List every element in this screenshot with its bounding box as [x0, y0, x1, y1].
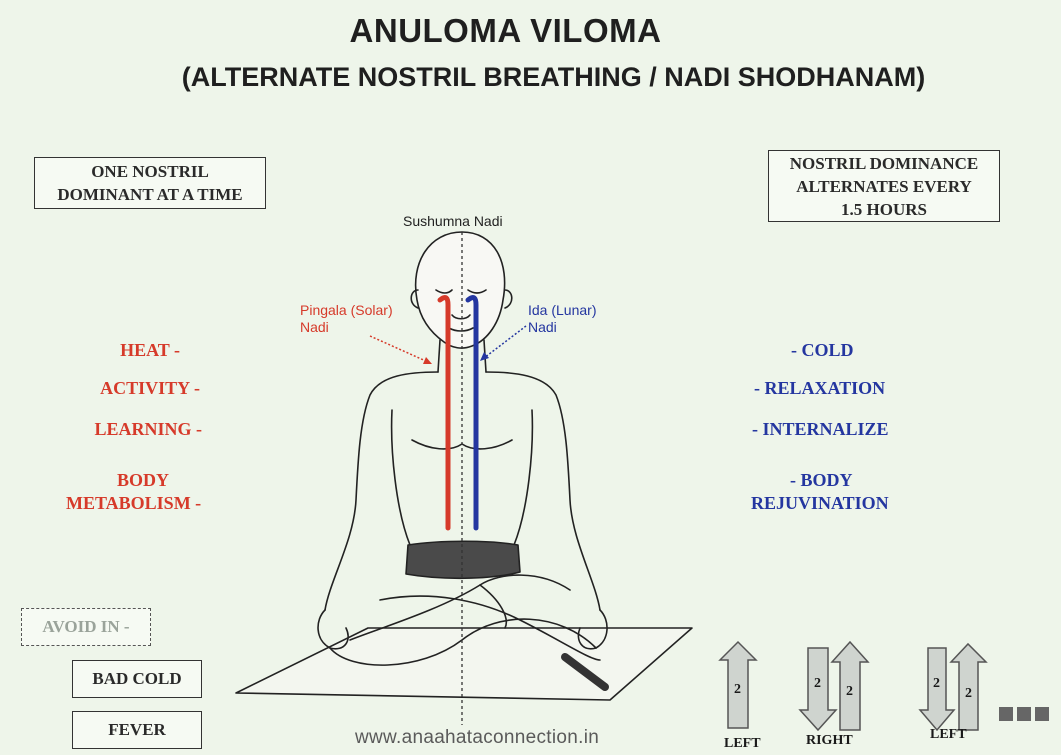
quality-heat: HEAT - [120, 340, 180, 360]
dominance-line-2: ALTERNATES EVERY [796, 177, 972, 196]
ellipsis-dot-1 [999, 707, 1013, 721]
ellipsis-dot-2 [1017, 707, 1031, 721]
ida-line-2: Nadi [528, 319, 557, 335]
sushumna-label: Sushumna Nadi [403, 213, 503, 229]
one-nostril-line-1: ONE NOSTRIL [91, 162, 209, 181]
quality-body: BODY [117, 470, 170, 490]
quality-relaxation: - RELAXATION [754, 378, 886, 398]
ida-label: Ida (Lunar) Nadi [528, 302, 596, 336]
cycle-label-right: RIGHT [806, 733, 853, 748]
pingala-label: Pingala (Solar) Nadi [300, 302, 393, 336]
quality-learning: LEARNING - [94, 419, 202, 439]
dominance-line-3: 1.5 HOURS [841, 200, 927, 219]
one-nostril-box: ONE NOSTRIL DOMINANT AT A TIME [34, 157, 266, 209]
quality-body-lunar: - BODY [790, 470, 853, 490]
pingala-line-2: Nadi [300, 319, 329, 335]
cycle-number-5: 2 [965, 686, 972, 701]
dominance-line-1: NOSTRIL DOMINANCE [789, 154, 979, 173]
cycle-label-left-2: LEFT [930, 727, 967, 742]
avoid-bad-cold: BAD COLD [72, 660, 202, 698]
cycle-number-4: 2 [933, 676, 940, 691]
quality-internalize: - INTERNALIZE [752, 419, 889, 439]
cycle-number-3: 2 [846, 684, 853, 699]
page-title: ANULOMA VILOMA [349, 12, 662, 49]
quality-cold: - COLD [791, 340, 854, 360]
pingala-line-1: Pingala (Solar) [300, 302, 393, 318]
quality-rejuvination: REJUVINATION [751, 493, 889, 513]
quality-metabolism: METABOLISM - [66, 493, 202, 513]
website-footer: www.anaahataconnection.in [355, 727, 600, 748]
cycle-label-left-1: LEFT [724, 736, 761, 751]
quality-activity: ACTIVITY - [100, 378, 200, 398]
ida-line-1: Ida (Lunar) [528, 302, 597, 318]
cycle-number-2: 2 [814, 676, 821, 691]
nostril-dominance-box: NOSTRIL DOMINANCE ALTERNATES EVERY 1.5 H… [768, 150, 1000, 222]
avoid-in-label: AVOID IN - [21, 608, 151, 646]
page-subtitle: (ALTERNATE NOSTRIL BREATHING / NADI SHOD… [181, 62, 926, 92]
avoid-fever: FEVER [72, 711, 202, 749]
cycle-number-1: 2 [734, 682, 741, 697]
one-nostril-line-2: DOMINANT AT A TIME [57, 185, 243, 204]
ellipsis-dot-3 [1035, 707, 1049, 721]
